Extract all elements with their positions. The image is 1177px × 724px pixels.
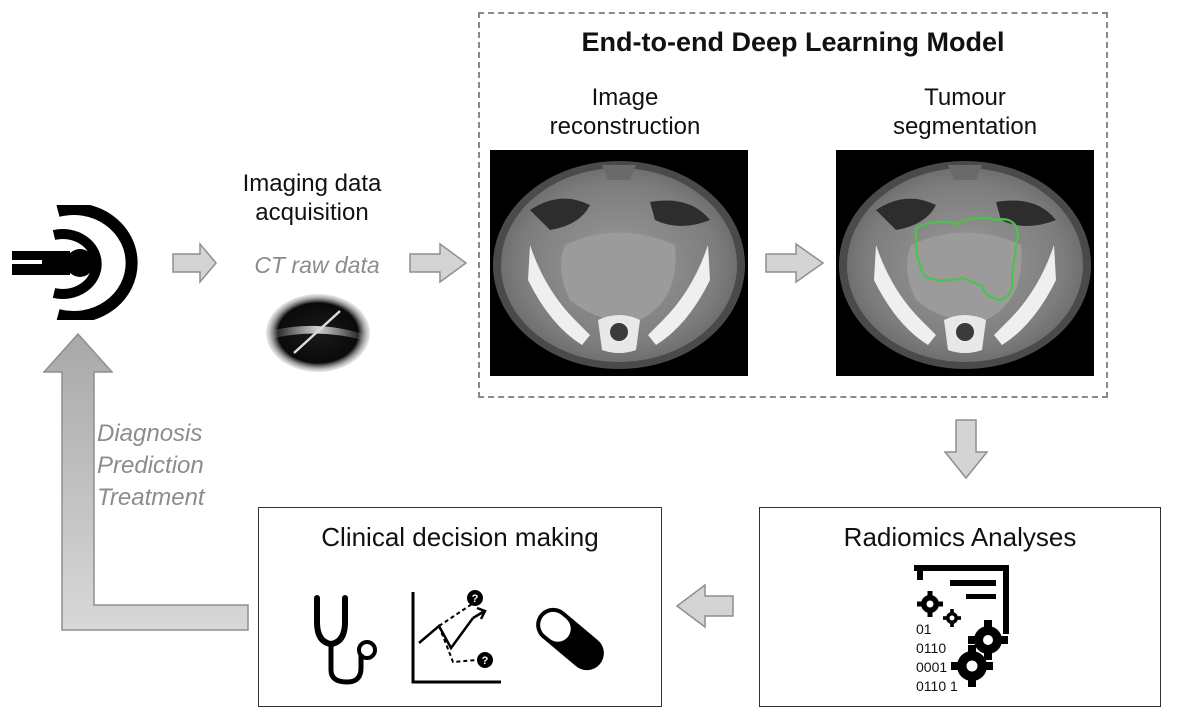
stethoscope-icon [314,595,377,685]
arrow-radiomics-to-clinical [675,583,734,629]
prediction-chart-icon: ? ? [411,590,501,684]
ct-segmentation-image [836,150,1094,376]
arrow-acquisition-to-model [409,242,468,284]
acquisition-label: Imaging data acquisition [222,170,402,228]
radiomics-box: Radiomics Analyses [759,507,1161,707]
feedback-prediction: Prediction [97,452,204,479]
ct-raw-data-label: CT raw data [254,252,380,278]
image-reconstruction-label: Image reconstruction [510,84,740,142]
clinical-decision-box: Clinical decision making ? ? [258,507,662,707]
acquisition-label-line2: acquisition [255,198,369,226]
gear-icon [917,591,943,617]
tumour-contour [914,216,1020,302]
feedback-labels: Diagnosis Prediction Treatment [97,418,237,514]
sinogram-icon [266,294,370,372]
acquisition-label-line1: Imaging data [242,170,382,197]
tumour-segmentation-label: Tumour segmentation [850,84,1080,142]
svg-text:?: ? [482,655,489,667]
arrow-model-to-radiomics [943,419,989,480]
feedback-arrow [42,332,249,631]
deep-learning-model-box [478,12,1108,398]
ct-scanner-icon [12,205,138,320]
binary-line: 0110 1 [916,678,958,694]
binary-line: 01 [916,621,932,637]
gear-icon [943,609,961,627]
binary-line: 0110 [916,640,947,656]
arrow-reconstruction-to-segmentation [765,242,825,284]
gear-icon [951,645,993,687]
binary-data: 01 0110 0001 0110 1 [916,620,958,696]
tumour-segmentation-label-line2: segmentation [892,112,1038,140]
feedback-diagnosis: Diagnosis [97,420,203,447]
gear-icon [968,620,1008,660]
ct-reconstruction-image [490,150,748,376]
pill-icon [536,607,604,671]
image-reconstruction-label-line2: reconstruction [549,112,701,140]
tumour-segmentation-label-line1: Tumour [924,84,1006,111]
deep-learning-model-title: End-to-end Deep Learning Model [581,27,1005,57]
svg-text:?: ? [472,593,479,605]
clinical-decision-title: Clinical decision making [321,522,599,552]
binary-line: 0001 [916,659,948,675]
arrow-scanner-to-acquisition [172,241,217,285]
feedback-treatment: Treatment [97,484,205,511]
image-reconstruction-label-line1: Image [591,84,659,111]
document-gears-icon [914,565,1009,687]
radiomics-title: Radiomics Analyses [843,522,1077,552]
